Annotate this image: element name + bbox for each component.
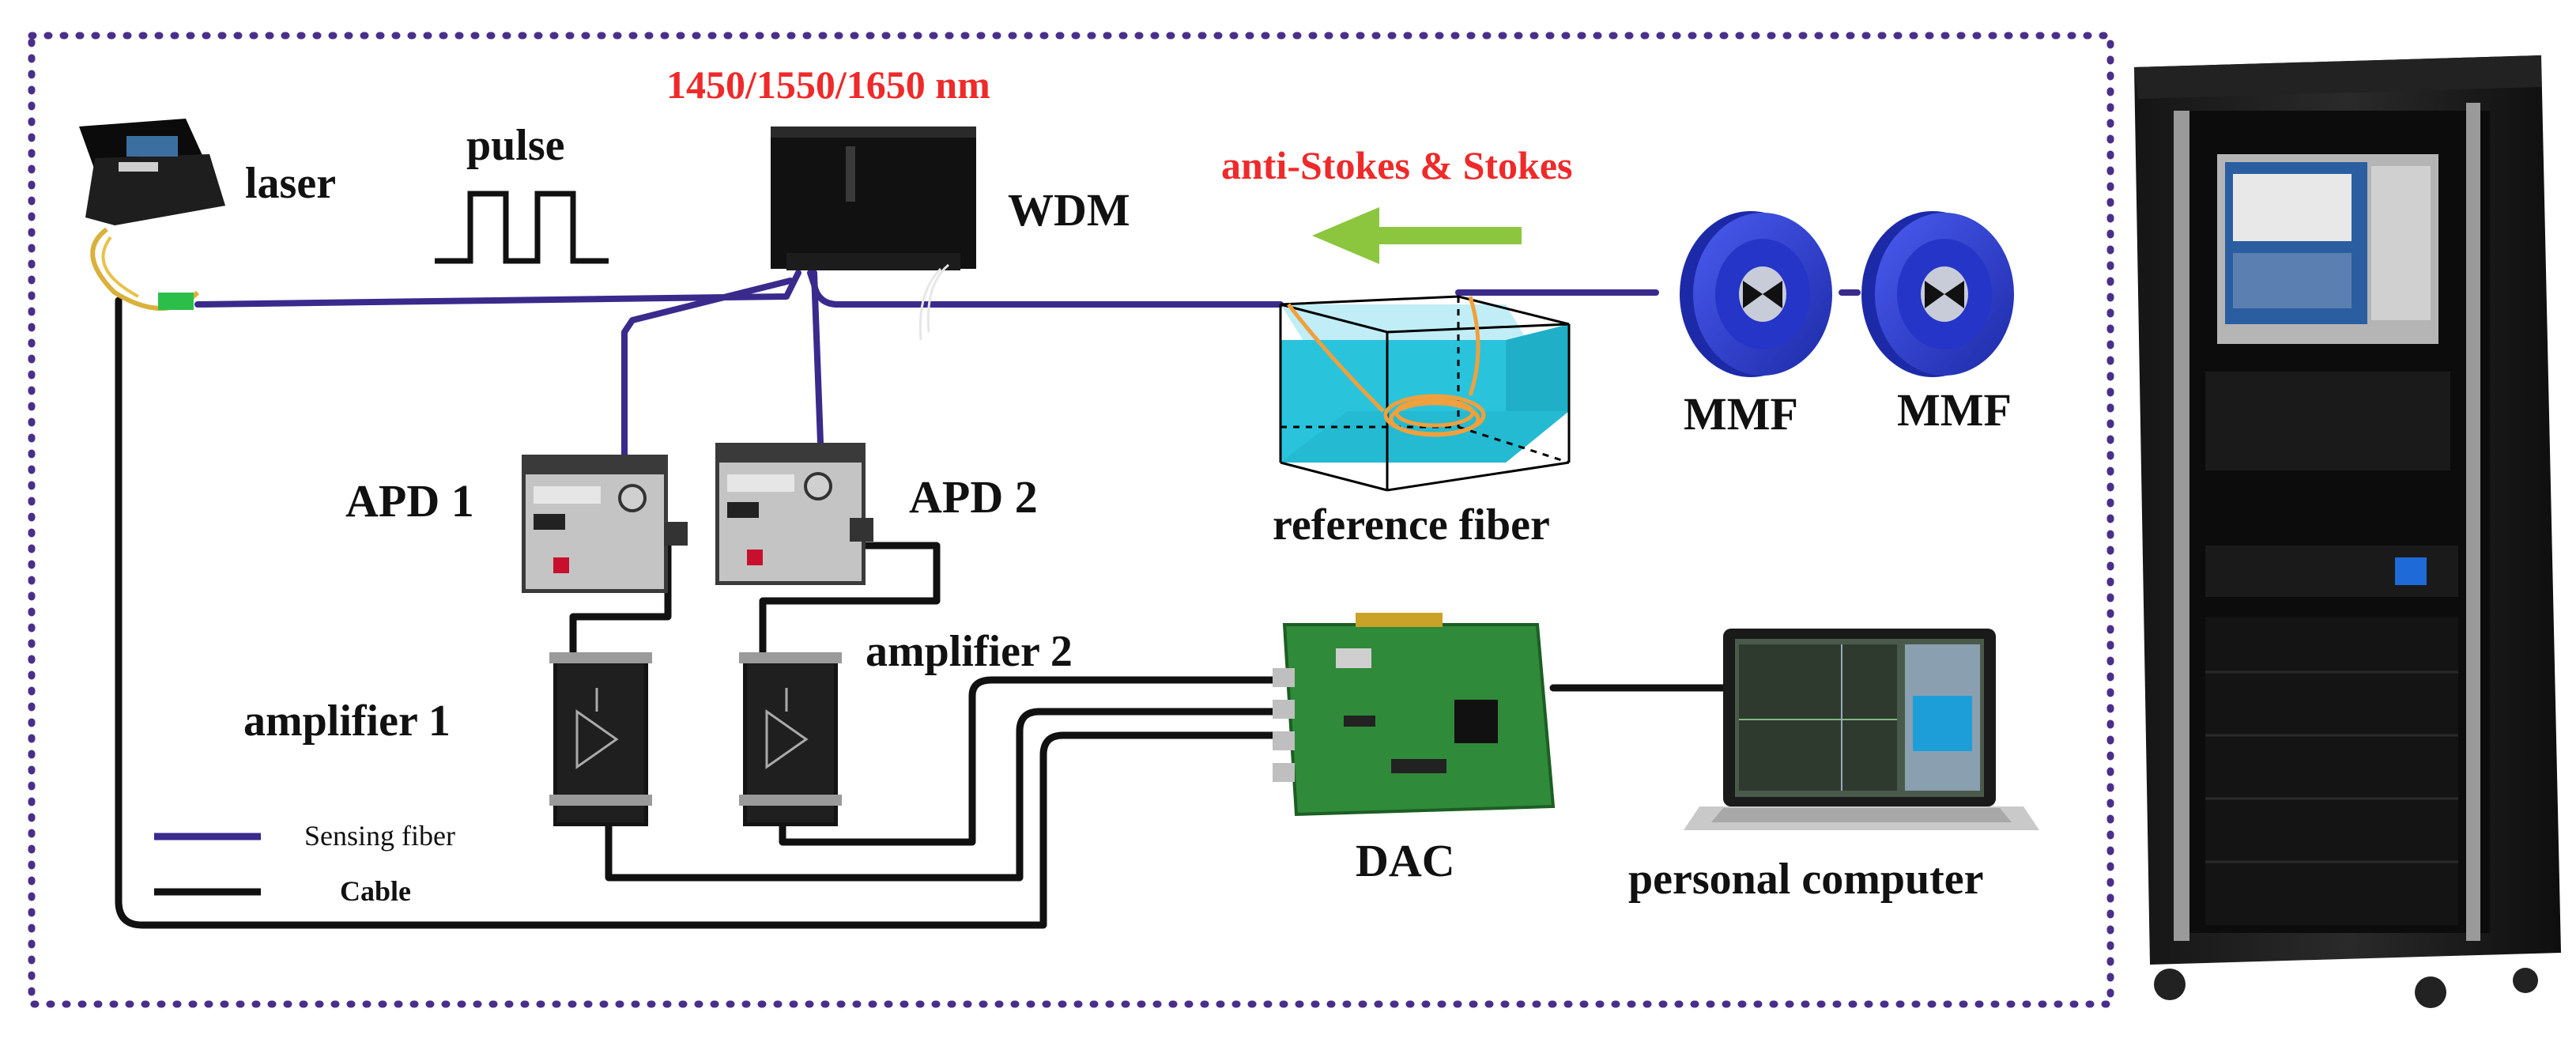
legend: [154, 833, 261, 896]
apd-1-device: [522, 455, 688, 593]
mmf-label-1: MMF: [1684, 388, 1798, 440]
dotted-border: [28, 32, 2114, 1008]
reference-fiber-label: reference fiber: [1273, 500, 1550, 550]
wdm-device: [771, 127, 976, 341]
apd-1-label: APD 1: [345, 475, 474, 527]
pulse-label: pulse: [466, 121, 565, 170]
sensing-fiber-lines: [194, 270, 1861, 466]
legend-label-sensing-fiber: Sensing fiber: [304, 820, 455, 852]
laser-label: laser: [245, 159, 337, 208]
laser-device: [79, 119, 225, 311]
amplifier-2-label: amplifier 2: [866, 627, 1073, 676]
equipment-cabinet: [2134, 55, 2561, 1008]
wdm-label: WDM: [1008, 184, 1130, 236]
reference-fiber-tank: [1279, 295, 1571, 492]
legend-label-cable: Cable: [340, 875, 411, 907]
laptop: [1684, 629, 2039, 830]
amplifier-1-label: amplifier 1: [243, 697, 451, 746]
mmf-spool-2: [1861, 211, 2014, 377]
apd-2-device: [715, 443, 873, 585]
pulse-waveform: [435, 191, 609, 264]
personal-computer-label: personal computer: [1628, 855, 1984, 904]
mmf-label-2: MMF: [1897, 384, 2012, 436]
amplifier-1-device: [549, 652, 652, 826]
scatter-label: anti-Stokes & Stokes: [1221, 143, 1573, 187]
direction-arrow: [1312, 207, 1522, 264]
apd-2-label: APD 2: [909, 471, 1038, 523]
dac-label: DAC: [1356, 835, 1455, 886]
amplifier-2-device: [739, 652, 842, 826]
cable-lines: [115, 296, 1743, 929]
dac-board: [1273, 613, 1556, 817]
wavelength-label: 1450/1550/1650 nm: [666, 62, 990, 107]
mmf-spool-1: [1680, 211, 1832, 377]
